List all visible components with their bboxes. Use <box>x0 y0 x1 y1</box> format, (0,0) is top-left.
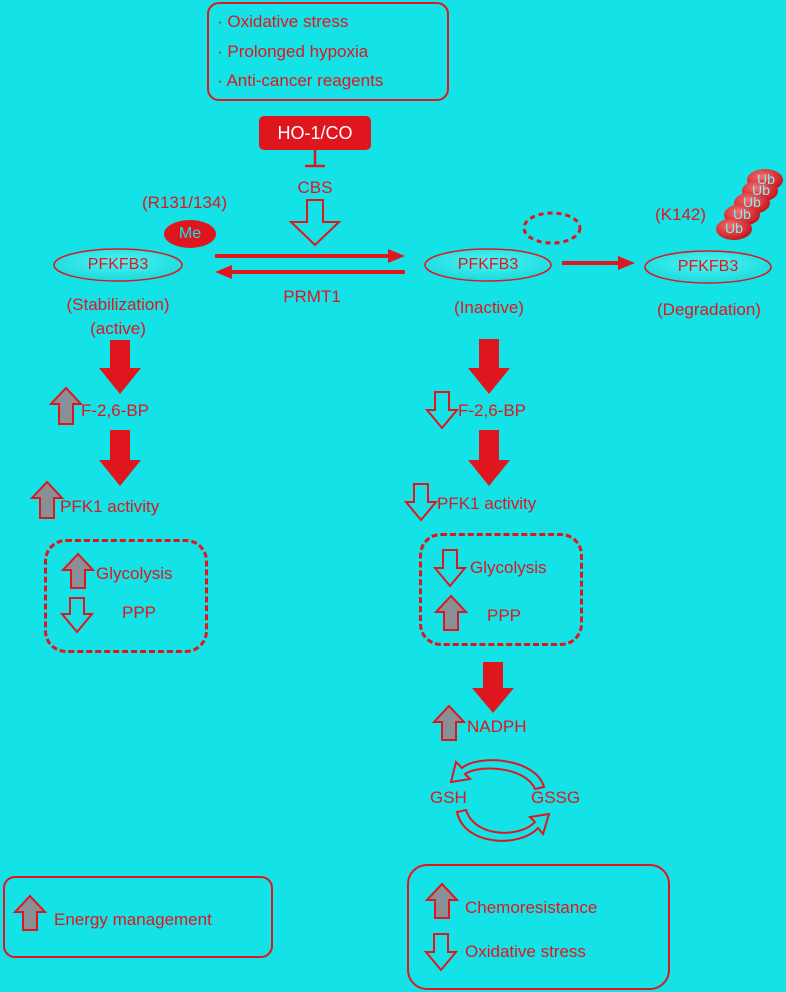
flow-arrow-left-2 <box>99 430 141 486</box>
up-arrow-icon <box>431 704 467 741</box>
down-arrow-icon <box>432 549 468 588</box>
cbs-label: CBS <box>297 178 333 197</box>
up-arrow-icon <box>60 552 96 589</box>
ho1-co-box: HO-1/CO <box>259 116 371 150</box>
inhibition-line <box>305 150 325 168</box>
flow-arrow-middle-1 <box>468 339 510 394</box>
ub-label: Ub <box>733 206 751 222</box>
ub-label: Ub <box>743 194 761 210</box>
pfkfb3-label-right: PFKFB3 <box>677 258 739 275</box>
cbs-hollow-arrow <box>288 199 342 247</box>
pfkfb3-label-left: PFKFB3 <box>87 256 149 273</box>
stabilization-label: (Stabilization) <box>66 295 170 314</box>
degradation-arrow <box>562 256 635 270</box>
oxidative-stress-outcome-label: Oxidative stress <box>465 942 586 961</box>
inactive-label: (Inactive) <box>454 298 524 317</box>
ubiquitin-chain <box>716 169 783 240</box>
flow-arrow-middle-3 <box>472 662 514 713</box>
ub-label: Ub <box>725 220 743 236</box>
pfkfb3-ellipse-right <box>644 250 772 284</box>
pfk1-activity-label-left: PFK1 activity <box>60 497 160 516</box>
f26bp-label-left: F-2,6-BP <box>81 401 150 420</box>
ppp-label-left: PPP <box>122 603 157 622</box>
methyl-group-badge <box>164 220 216 248</box>
energy-management-box <box>3 876 273 958</box>
flow-arrow-middle-2 <box>468 430 510 486</box>
energy-management-label: Energy management <box>54 910 212 929</box>
glycolysis-label-left: Glycolysis <box>96 564 173 583</box>
up-arrow-icon <box>48 386 84 425</box>
stress-conditions-box <box>207 2 449 101</box>
up-arrow-icon <box>424 882 460 919</box>
down-arrow-icon <box>59 597 95 634</box>
stress-item: · Oxidative stress <box>217 12 349 31</box>
nadph-label: NADPH <box>467 717 527 736</box>
pfkfb3-label-middle: PFKFB3 <box>457 256 519 273</box>
f26bp-label-middle: F-2,6-BP <box>458 401 527 420</box>
down-arrow-icon <box>403 483 439 522</box>
pfk1-activity-label-middle: PFK1 activity <box>437 494 537 513</box>
down-arrow-icon <box>423 933 459 972</box>
ub-label: Ub <box>752 182 770 198</box>
metabolism-box-left <box>44 539 208 653</box>
flow-arrow-left-1 <box>99 340 141 394</box>
pfkfb3-ellipse-middle <box>424 248 552 282</box>
active-label: (active) <box>90 319 146 338</box>
methylation-arrow-forward <box>215 249 405 263</box>
stress-item-label: Prolonged hypoxia <box>227 42 369 61</box>
up-arrow-icon <box>12 894 48 931</box>
ppp-label-middle: PPP <box>487 606 522 625</box>
metabolism-box-middle <box>419 533 583 646</box>
degradation-label: (Degradation) <box>657 300 761 319</box>
methylation-site-label: (R131/134) <box>142 193 228 212</box>
stress-item-label: Anti-cancer reagents <box>226 71 384 90</box>
stress-item: · Prolonged hypoxia <box>217 42 369 61</box>
up-arrow-icon <box>29 480 65 519</box>
redox-cycle-top-arrow <box>449 759 546 791</box>
stress-item-label: Oxidative stress <box>227 12 349 31</box>
ubiquitination-site-label: (K142) <box>655 205 707 224</box>
pfkfb3-ellipse-left <box>53 248 183 282</box>
stress-item: · Anti-cancer reagents <box>217 71 384 90</box>
gssg-label: GSSG <box>531 788 581 807</box>
redox-cycle-bottom-arrow <box>455 808 551 842</box>
glycolysis-label-middle: Glycolysis <box>470 558 547 577</box>
down-arrow-icon <box>424 391 460 430</box>
ub-label: Ub <box>757 171 775 187</box>
chemoresistance-box <box>407 864 670 990</box>
gsh-label: GSH <box>430 788 467 807</box>
up-arrow-icon <box>433 594 469 631</box>
methylation-arrow-reverse <box>215 265 405 279</box>
prmt1-label: PRMT1 <box>283 287 341 306</box>
demethylated-site-marker <box>522 211 582 245</box>
chemoresistance-label: Chemoresistance <box>465 898 598 917</box>
methyl-label: Me <box>178 225 202 242</box>
